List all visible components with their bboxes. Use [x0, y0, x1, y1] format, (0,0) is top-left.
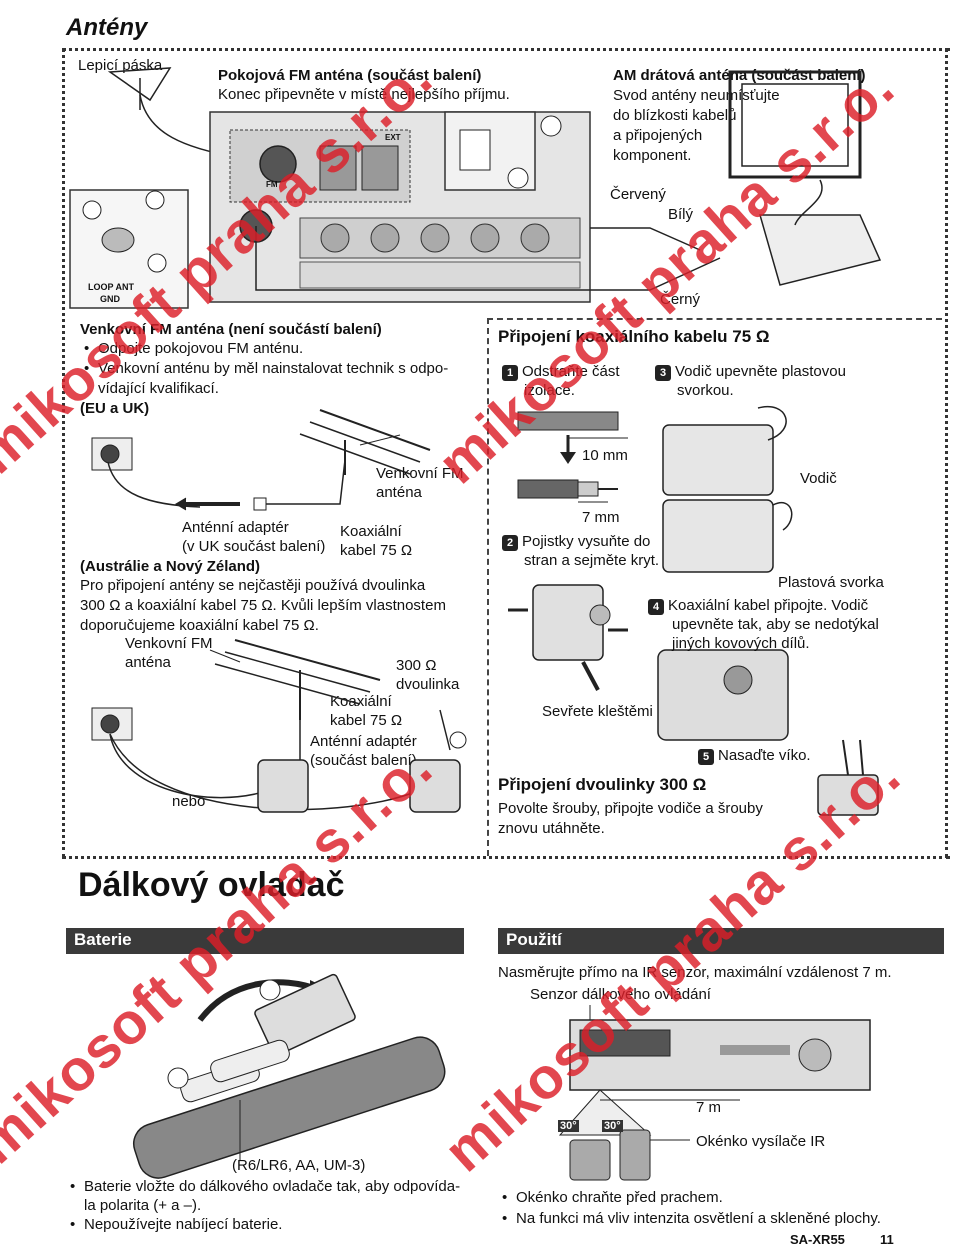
wire-black-label: Černý [660, 291, 701, 308]
au-adapter-label-1: Anténní adaptér [310, 733, 417, 750]
step1-line-2: izolace. [524, 382, 575, 399]
au-adapter-label-2: (součást balení) [310, 752, 417, 769]
coax-label-1: Koaxiální [340, 523, 402, 540]
am-loop-line-4: komponent. [613, 147, 692, 164]
batteries-bar: Baterie [66, 928, 464, 954]
step-number-2: 2 [502, 535, 518, 551]
usage-illustration [558, 1005, 871, 1181]
divider-left [62, 48, 65, 858]
section-title-antennas: Antény [66, 14, 148, 41]
outdoor-bullet-2: Venkovní anténu by měl nainstalovat tech… [84, 359, 448, 378]
sensor-label: Senzor dálkového ovládání [530, 986, 711, 1003]
fm-label: FM [266, 180, 278, 189]
au-antenna-label-1: Venkovní FM [125, 635, 213, 652]
usage-bullet-1: Okénko chraňte před prachem. [502, 1188, 723, 1207]
am-loop-line-3: a připojených [613, 127, 703, 144]
step-number-1: 1 [502, 365, 518, 381]
twin-text-2: znovu utáhněte. [498, 820, 605, 837]
angle-right: 30° [602, 1120, 623, 1132]
au-text-3: doporučujeme koaxiální kabel 75 Ω. [80, 617, 319, 634]
eu-antenna-label-2: anténa [376, 484, 422, 501]
battery-bullet-2: Nepoužívejte nabíjecí baterie. [70, 1215, 283, 1234]
eu-antenna-label-1: Venkovní FM [376, 465, 464, 482]
step2-line-1: Pojistky vysuňte do [522, 533, 651, 550]
usage-text: Nasměrujte přímo na IR senzor, maximální… [498, 964, 892, 981]
coax-label-2: kabel 75 Ω [340, 542, 413, 559]
adapter-label-2: (v UK součást balení) [182, 538, 326, 555]
step1-line-1: Odstraňte část [522, 363, 620, 380]
au-text-2: 300 Ω a koaxiální kabel 75 Ω. Kvůli lepš… [80, 597, 446, 614]
outdoor-bullet-2-cont: vídající kvalifikací. [98, 380, 219, 397]
coax-box-left [487, 318, 489, 856]
wire-red-label: Červený [610, 186, 666, 203]
eu-antenna-illustration [91, 409, 431, 511]
step-number-5: 5 [698, 749, 714, 765]
footer-page: 11 [880, 1232, 894, 1247]
step-number-3: 3 [655, 365, 671, 381]
step4-line-3: jiných kovových dílů. [672, 635, 810, 652]
divider-right [945, 48, 948, 858]
usage-bullet-2: Na funkci má vliv intenzita osvětlení a … [502, 1209, 881, 1228]
conductor-label: Vodič [800, 470, 837, 487]
gnd-label: GND [100, 294, 120, 304]
battery-bullet-1: Baterie vložte do dálkového ovladače tak… [70, 1177, 460, 1196]
dim-10mm: 10 mm [582, 447, 628, 464]
step3-line-2: svorkou. [677, 382, 734, 399]
pliers-label: Sevřete kleštěmi [542, 703, 653, 720]
distance-label: 7 m [696, 1099, 722, 1116]
ext-label: EXT [385, 133, 401, 142]
remote-heading: Dálkový ovladač [78, 866, 345, 904]
battery-bullet-1-cont: la polarita (+ a –). [84, 1197, 202, 1214]
am-loop-line-1: Svod antény neumísťujte [613, 87, 780, 104]
step-number-4: 4 [648, 599, 664, 615]
step3-line-1: Vodič upevněte plastovou [675, 363, 846, 380]
back-panel-illustration [69, 67, 882, 309]
step4-line-1: Koaxiální kabel připojte. Vodič [668, 597, 869, 614]
outdoor-fm-title: Venkovní FM anténa (není součástí balení… [80, 321, 382, 338]
loop-ant-label: LOOP ANT [88, 282, 135, 292]
dim-7mm: 7 mm [582, 509, 620, 526]
twin-label-2: dvoulinka [396, 676, 460, 693]
au-antenna-label-2: anténa [125, 654, 171, 671]
twin-label-1: 300 Ω [396, 657, 437, 674]
plastic-clamp-label: Plastová svorka [778, 574, 884, 591]
divider-top [62, 48, 950, 51]
outdoor-bullet-1: Odpojte pokojovou FM anténu. [84, 339, 303, 358]
region-eu: (EU a UK) [80, 400, 150, 417]
au-antenna-illustration [91, 639, 467, 813]
window-label: Okénko vysílače IR [696, 1133, 826, 1150]
divider-bottom [62, 856, 950, 859]
battery-illustration [133, 973, 446, 1179]
footer-model: SA-XR55 [790, 1232, 845, 1247]
room-fm-text: Konec připevněte v místě nejlepšího příj… [218, 86, 510, 103]
twin-title: Připojení dvoulinky 300 Ω [498, 775, 707, 794]
angle-left: 30° [558, 1120, 579, 1132]
au-coax-label-2: kabel 75 Ω [330, 712, 403, 729]
au-coax-label-1: Koaxiální [330, 693, 392, 710]
room-fm-title: Pokojová FM anténa (součást balení) [218, 67, 482, 84]
coax-box-top [487, 318, 942, 320]
wire-white-label: Bílý [668, 206, 694, 223]
battery-type: (R6/LR6, AA, UM-3) [232, 1157, 366, 1174]
au-text-1: Pro připojení antény se nejčastěji použí… [80, 577, 426, 594]
step5-text: Nasaďte víko. [718, 747, 811, 764]
region-au: (Austrálie a Nový Zéland) [80, 558, 261, 575]
twin-text-1: Povolte šrouby, připojte vodiče a šrouby [498, 800, 763, 817]
step2-line-2: stran a sejměte kryt. [524, 552, 660, 569]
am-loop-line-2: do blízkosti kabelů [613, 107, 737, 124]
coax-title: Připojení koaxiálního kabelu 75 Ω [498, 327, 770, 346]
adapter-label-1: Anténní adaptér [182, 519, 289, 536]
usage-bar: Použití [498, 928, 944, 954]
coax-steps-illustration [508, 405, 879, 816]
step4-line-2: upevněte tak, aby se nedotýkal [672, 616, 879, 633]
